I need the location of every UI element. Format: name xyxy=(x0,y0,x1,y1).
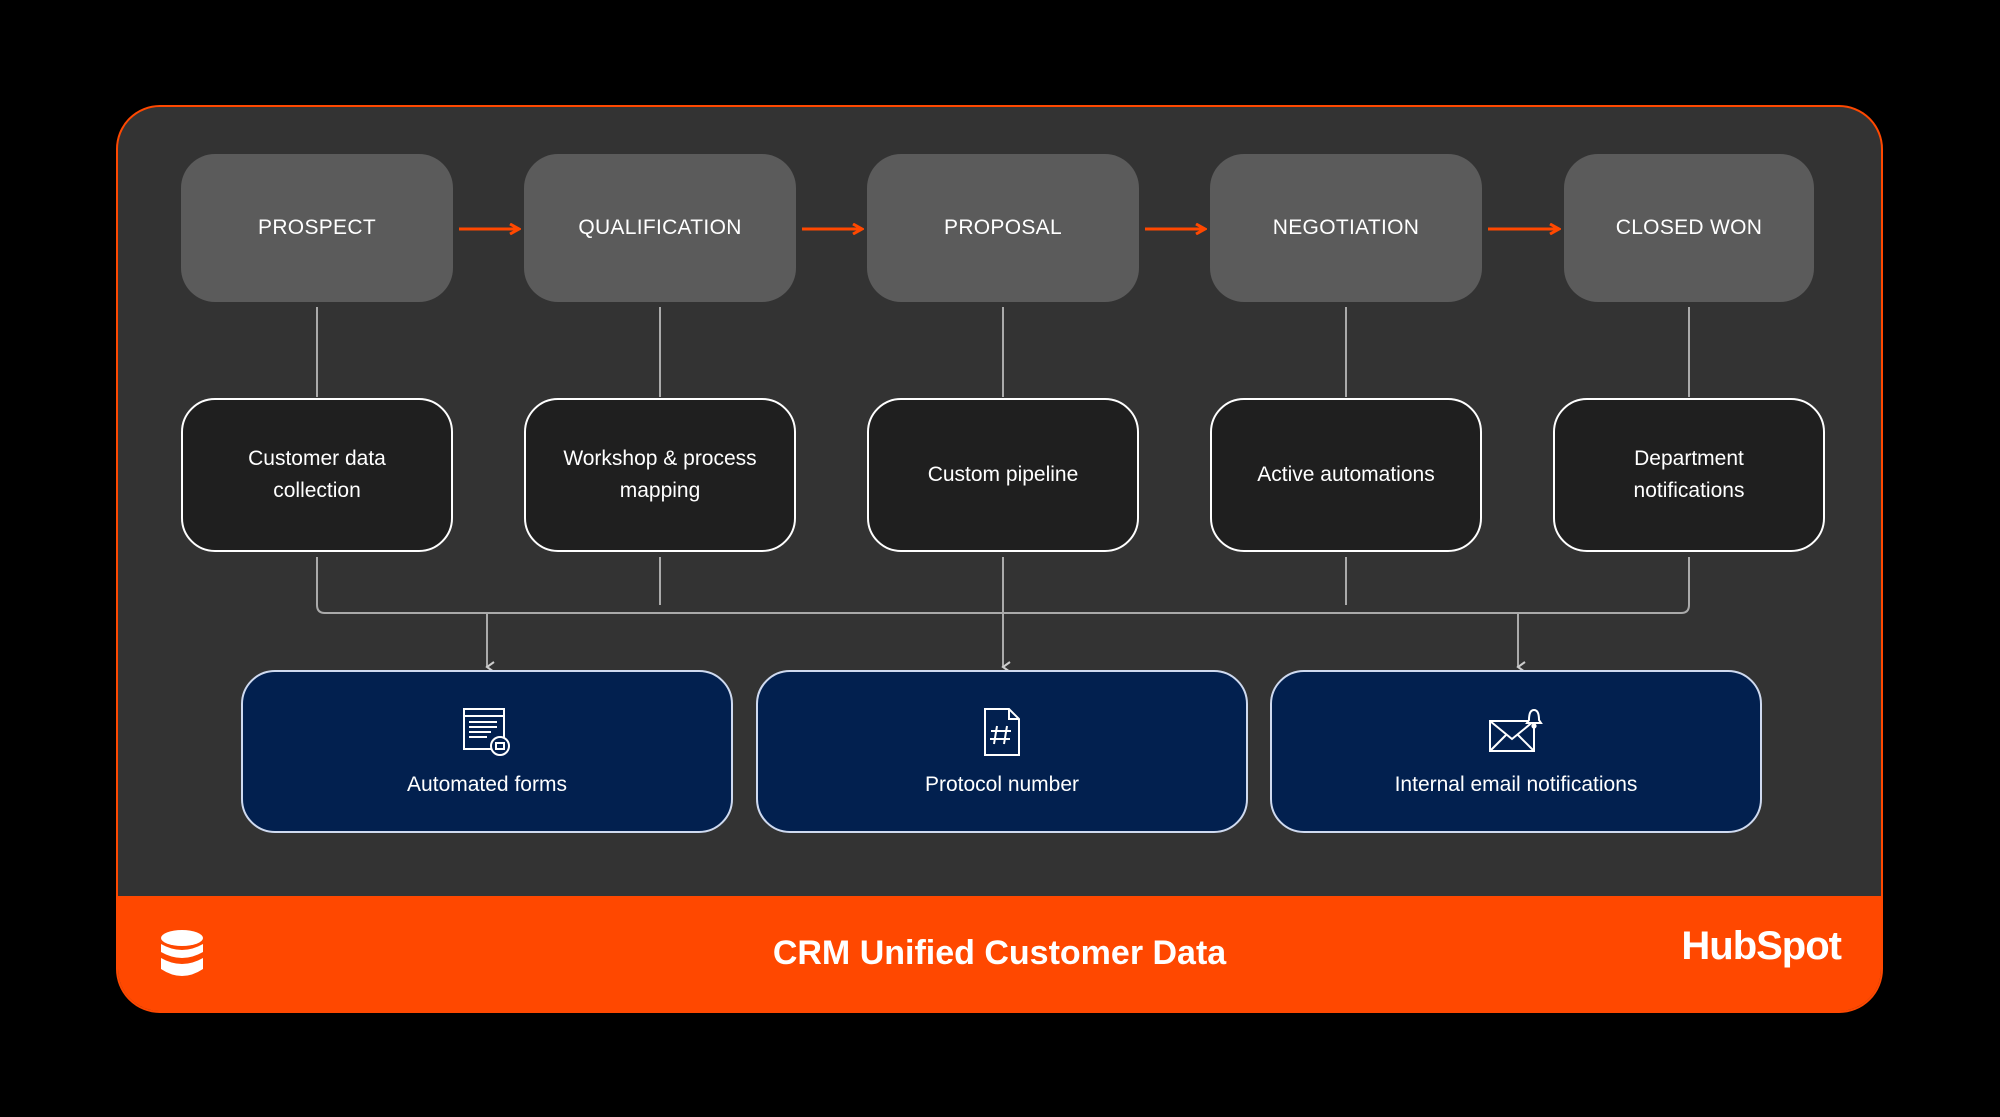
stage-prospect: PROSPECT xyxy=(181,154,453,302)
stage-proposal: PROPOSAL xyxy=(867,154,1139,302)
stage-negotiation: NEGOTIATION xyxy=(1210,154,1482,302)
step-workshop-process-mapping: Workshop & process mapping xyxy=(524,398,796,552)
footer-title: CRM Unified Customer Data xyxy=(772,934,1227,972)
document-hash-icon xyxy=(982,706,1022,764)
output-label: Protocol number xyxy=(924,773,1080,796)
email-bell-icon xyxy=(1487,706,1545,764)
database-icon xyxy=(158,929,206,984)
output-internal-email-notifications: Internal email notifications xyxy=(1270,670,1762,833)
step-active-automations: Active automations xyxy=(1210,398,1482,552)
stage-closed-won: CLOSED WON xyxy=(1564,154,1814,302)
footer-band: CRM Unified Customer Data HubSpot xyxy=(118,896,1881,1011)
step-department-notifications: Department notifications xyxy=(1553,398,1825,552)
connector-lines xyxy=(316,107,1690,673)
output-label: Internal email notifications xyxy=(1394,773,1638,796)
output-protocol-number: Protocol number xyxy=(756,670,1248,833)
form-icon xyxy=(461,706,513,764)
step-customer-data-collection: Customer data collection xyxy=(181,398,453,552)
crm-diagram-frame: PROSPECT QUALIFICATION PROPOSAL NEGOTIAT… xyxy=(116,105,1883,1013)
output-label: Automated forms xyxy=(407,773,567,796)
stage-qualification: QUALIFICATION xyxy=(524,154,796,302)
output-automated-forms: Automated forms xyxy=(241,670,733,833)
step-custom-pipeline: Custom pipeline xyxy=(867,398,1139,552)
hubspot-logo: HubSpot xyxy=(1681,924,1842,968)
